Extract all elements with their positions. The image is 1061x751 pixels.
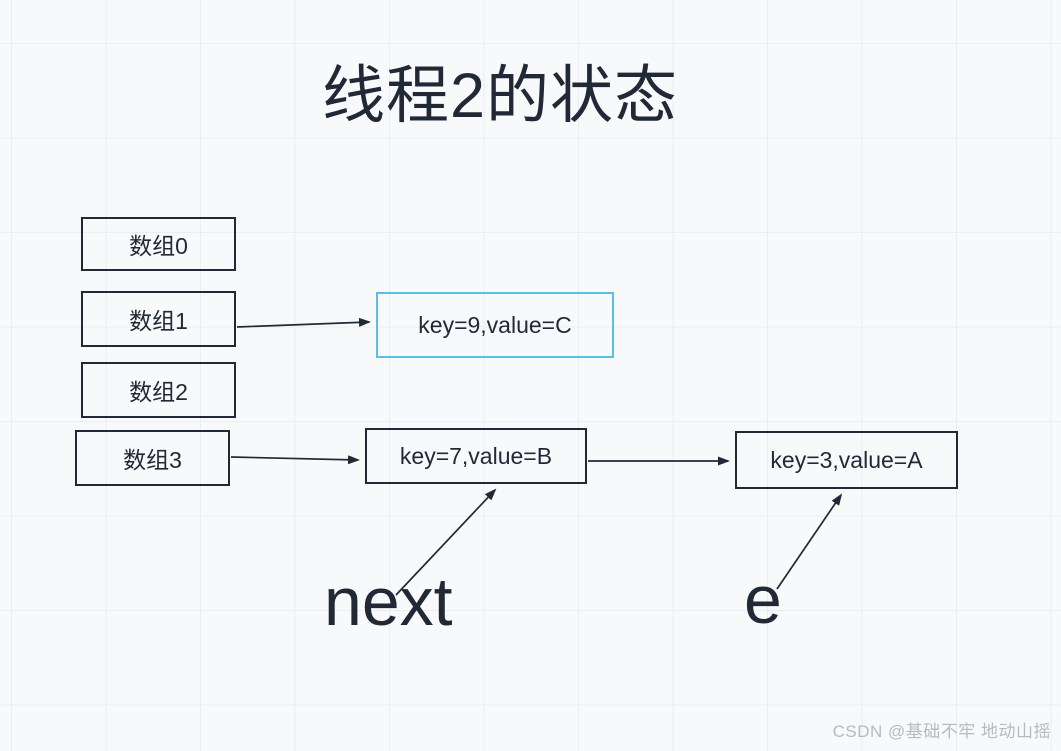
arrow-array3-to-key7 <box>230 455 360 465</box>
array-box-0-label: 数组0 <box>129 233 188 259</box>
array-box-2: 数组2 <box>81 362 236 418</box>
entry-node-key3: key=3,value=A <box>735 431 958 489</box>
entry-node-key7-label: key=7,value=B <box>399 442 553 469</box>
watermark: CSDN @基础不牢 地动山摇 <box>832 722 1051 741</box>
entry-node-key7: key=7,value=B <box>365 428 587 484</box>
entry-node-key9-label: key=9,value=C <box>418 311 572 338</box>
e-pointer-label: e <box>744 562 782 638</box>
entry-node-key3-label: key=3,value=A <box>770 446 923 473</box>
next-pointer-label: next <box>324 564 453 640</box>
array-box-3-label: 数组3 <box>123 447 182 473</box>
array-box-1-label: 数组1 <box>129 308 188 334</box>
arrow-array1-to-key9 <box>236 317 371 328</box>
arrow-e-to-key3 <box>776 493 843 590</box>
diagram-title: 线程2的状态 <box>321 61 679 131</box>
array-box-1: 数组1 <box>81 291 236 347</box>
array-box-0: 数组0 <box>81 217 236 271</box>
entry-node-key9: key=9,value=C <box>376 292 614 358</box>
array-box-3: 数组3 <box>75 430 230 486</box>
array-box-2-label: 数组2 <box>129 379 188 405</box>
